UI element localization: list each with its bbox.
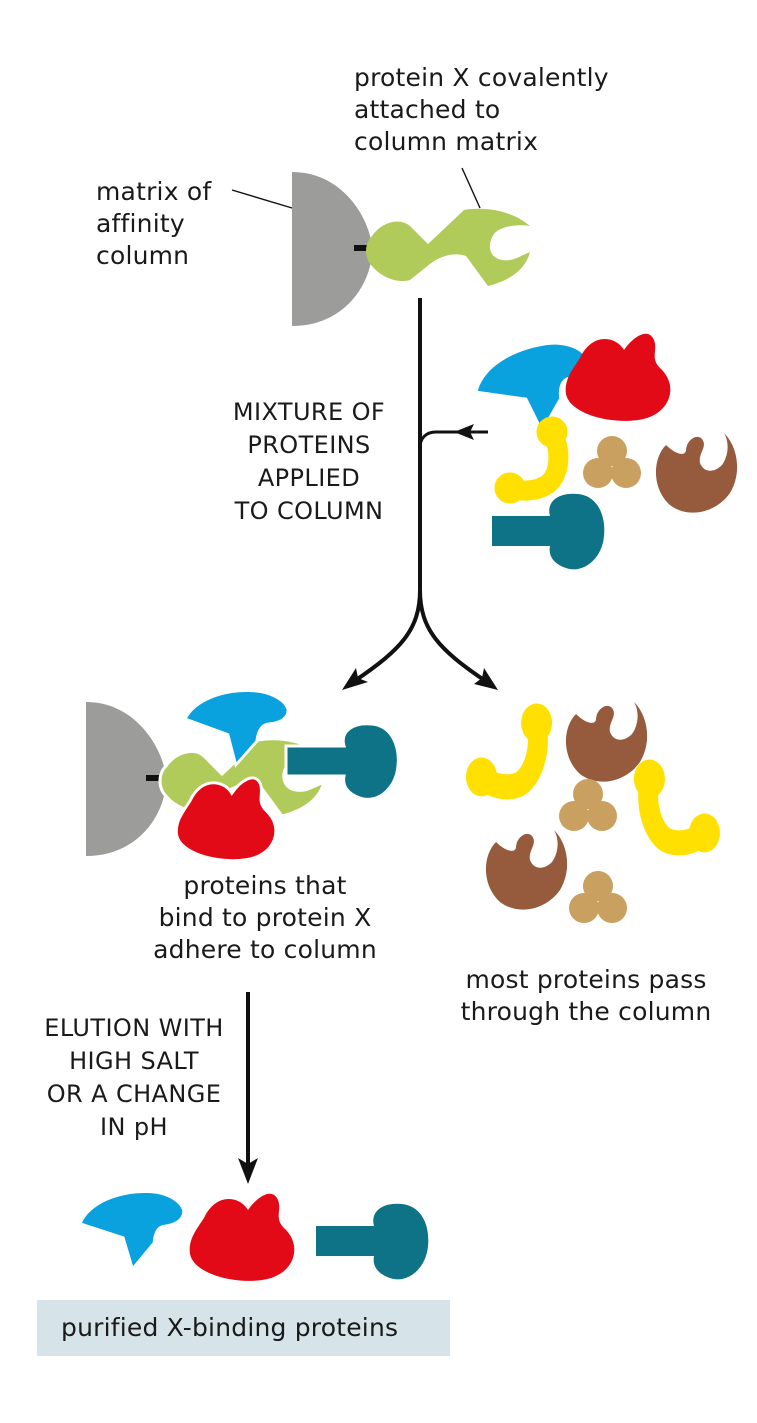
protein-x-top <box>366 208 530 286</box>
matrix-bead-bound <box>86 702 166 856</box>
purified-proteins-label: purified X-binding proteins <box>61 1313 399 1342</box>
mixture-red-protein <box>565 333 671 421</box>
pass-result-label: most proteins pass through the column <box>460 965 712 1026</box>
flow-branch-left <box>354 589 422 682</box>
matrix-leader-line <box>231 189 293 209</box>
matrix-bead-top <box>292 172 372 326</box>
purified-blue-protein <box>79 1188 184 1270</box>
pass-tan-protein-1 <box>559 779 617 831</box>
mixture-teal-protein <box>492 493 605 570</box>
mixture-step-label: MIXTURE OF PROTEINS APPLIED TO COLUMN <box>232 398 386 525</box>
mixture-yellow-protein <box>495 417 567 503</box>
elution-arrowhead <box>238 1158 258 1184</box>
mixture-input-arrow-line <box>418 430 488 449</box>
flow-branch-right <box>418 589 486 682</box>
protein-x-leader-line <box>461 167 481 209</box>
matrix-label: matrix of affinity column <box>96 177 212 270</box>
pass-yellow-protein-1 <box>463 686 555 813</box>
pass-tan-protein-2 <box>569 871 627 923</box>
protein-x-label: protein X covalently attached to column … <box>354 63 609 156</box>
pass-yellow-protein-2 <box>631 742 723 869</box>
flow-branch-left-arrowhead <box>342 668 368 690</box>
purified-teal-protein <box>316 1203 429 1280</box>
purified-proteins-box: purified X-binding proteins <box>37 1300 450 1356</box>
mixture-brown-protein <box>655 433 738 513</box>
bound-result-label: proteins that bind to protein X adhere t… <box>153 871 377 964</box>
pass-brown-protein-2 <box>485 830 568 910</box>
pass-brown-protein-1 <box>565 702 648 782</box>
mixture-input-arrowhead <box>454 424 474 440</box>
flow-branch-right-arrowhead <box>474 668 498 690</box>
mixture-tan-protein <box>583 436 641 488</box>
bound-teal-protein <box>284 722 400 801</box>
elution-step-label: ELUTION WITH HIGH SALT OR A CHANGE IN pH <box>44 1014 224 1141</box>
purified-red-protein <box>189 1193 295 1281</box>
